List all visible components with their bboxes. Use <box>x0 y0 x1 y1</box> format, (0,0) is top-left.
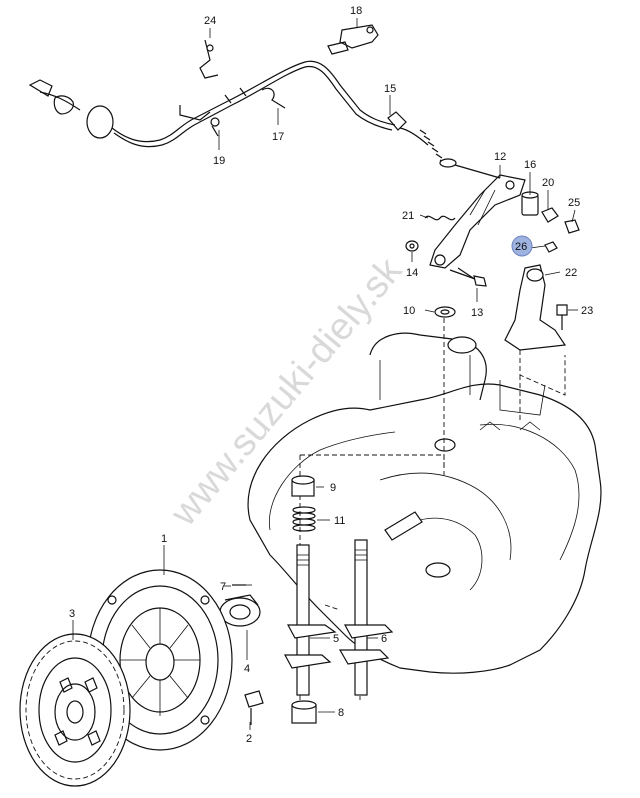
shift-shaft-6 <box>338 539 394 696</box>
cable-bracket <box>179 105 220 137</box>
callout-5[interactable]: 5 <box>333 633 339 645</box>
callout-12[interactable]: 12 <box>494 151 506 163</box>
bracket-22 <box>504 264 567 351</box>
callout-22[interactable]: 22 <box>565 267 577 279</box>
callout-6[interactable]: 6 <box>381 633 387 645</box>
washer-10 <box>434 306 456 318</box>
callout-10[interactable]: 10 <box>403 305 415 317</box>
callout-3[interactable]: 3 <box>69 608 75 620</box>
callout-21[interactable]: 21 <box>402 210 414 222</box>
input-shaft <box>384 511 423 541</box>
callout-labels: 24 18 15 19 17 12 16 20 25 21 26 22 14 1… <box>69 5 593 745</box>
cap-9 <box>291 475 315 497</box>
callout-23[interactable]: 23 <box>581 305 593 317</box>
callout-15[interactable]: 15 <box>384 83 396 95</box>
callout-2[interactable]: 2 <box>246 733 252 745</box>
clip-26 <box>544 241 558 253</box>
bushing-25 <box>564 219 580 234</box>
cap-8 <box>291 700 317 724</box>
watermark: www.suzuki-diely.sk <box>162 249 411 534</box>
callout-7[interactable]: 7 <box>220 581 226 593</box>
callout-1[interactable]: 1 <box>161 533 167 545</box>
callout-18[interactable]: 18 <box>350 5 362 17</box>
callout-16[interactable]: 16 <box>524 159 536 171</box>
callout-11[interactable]: 11 <box>334 515 345 527</box>
callout-26[interactable]: 26 <box>515 241 527 253</box>
release-lever <box>429 174 526 281</box>
callout-13[interactable]: 13 <box>471 307 483 319</box>
assembly-guide-lines <box>299 318 566 700</box>
nut-14 <box>405 240 419 252</box>
shift-shaft-5 <box>283 544 337 696</box>
bolt-13 <box>457 267 487 287</box>
clip-18 <box>327 24 379 55</box>
callout-14[interactable]: 14 <box>406 267 418 279</box>
spring-11 <box>292 506 316 532</box>
callout-19[interactable]: 19 <box>213 155 225 167</box>
callout-9[interactable]: 9 <box>330 482 336 494</box>
bushing-20 <box>541 207 559 223</box>
clutch-cable <box>28 60 501 179</box>
callout-20[interactable]: 20 <box>542 177 554 189</box>
clip-17 <box>261 87 286 109</box>
callout-8[interactable]: 8 <box>338 707 344 719</box>
callout-24[interactable]: 24 <box>204 15 216 27</box>
pin-16 <box>521 191 539 216</box>
bolt-2 <box>244 690 264 725</box>
bracket-24 <box>199 39 219 79</box>
release-bearing <box>219 594 261 627</box>
spring-21 <box>424 215 456 221</box>
leader-lines <box>72 18 578 730</box>
callout-4[interactable]: 4 <box>244 663 250 675</box>
clutch-disc <box>19 633 131 787</box>
bolt-23 <box>556 304 568 330</box>
callout-17[interactable]: 17 <box>272 131 284 143</box>
callout-25[interactable]: 25 <box>568 197 580 209</box>
callout-highlight <box>511 235 533 257</box>
